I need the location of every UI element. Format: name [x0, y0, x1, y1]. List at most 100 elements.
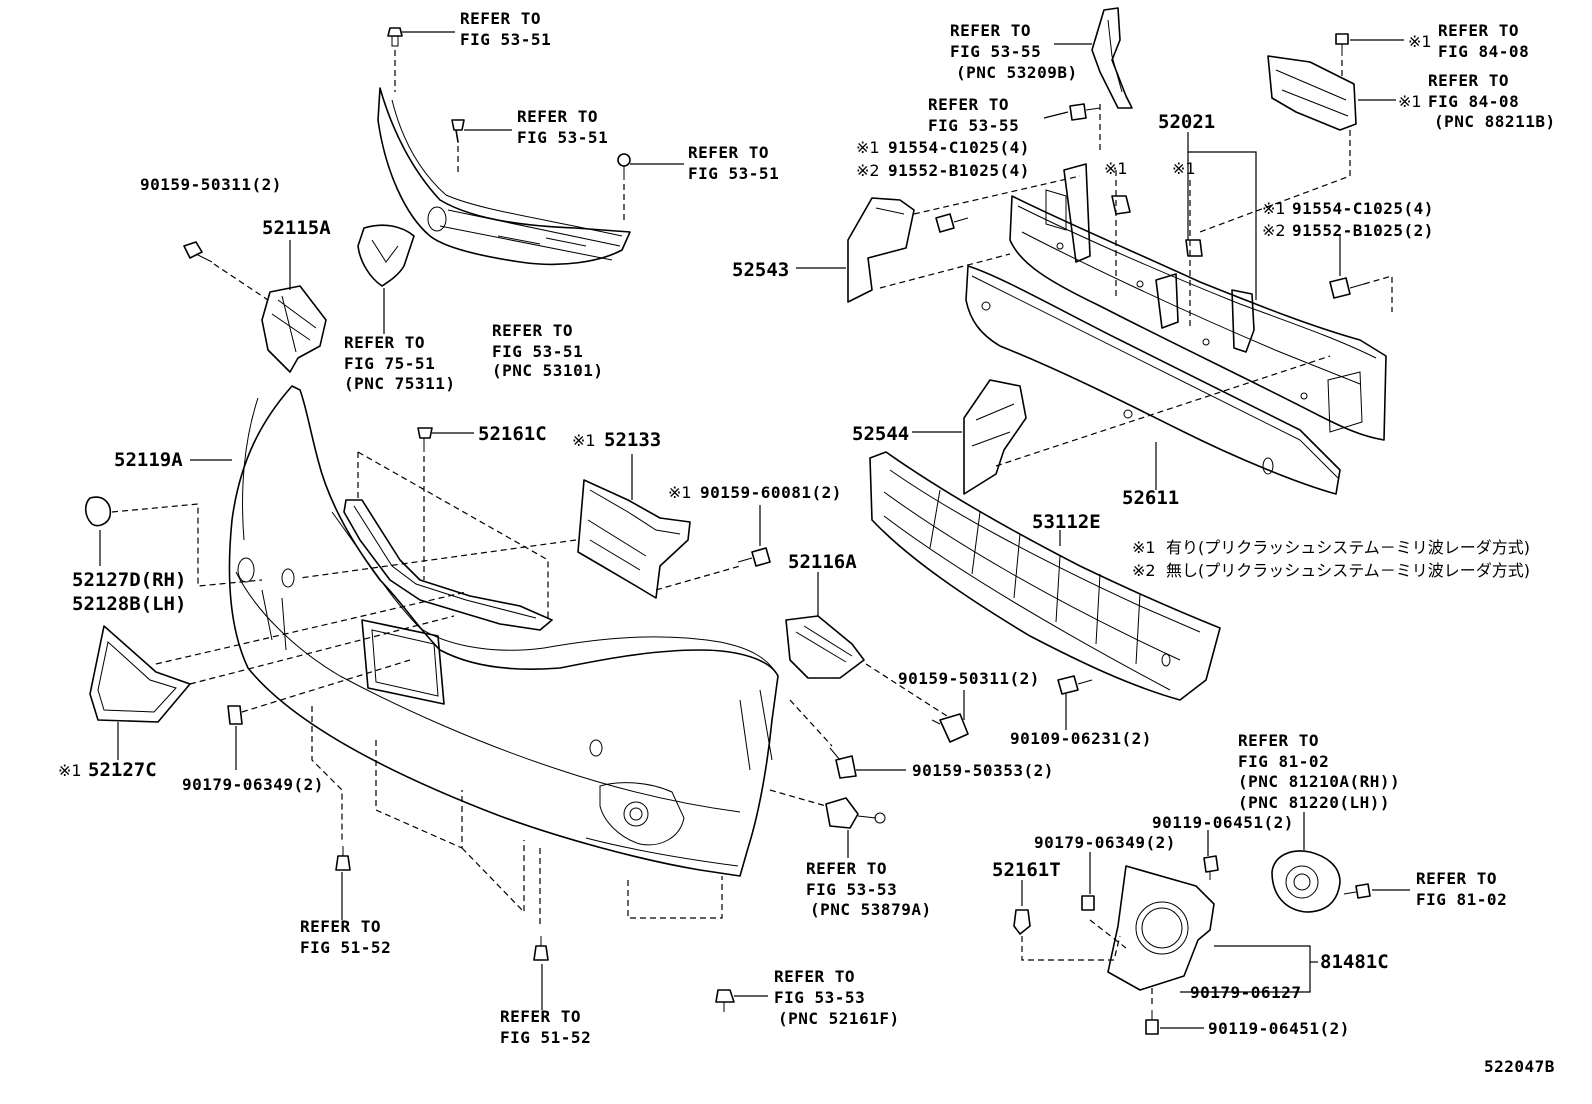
label-52544: 52544 — [852, 423, 909, 445]
label-ref-lower-r-1: REFER TO — [774, 967, 855, 986]
grille-screw-b — [617, 153, 631, 180]
label-ref-fog-screw-1: REFER TO — [1416, 869, 1497, 888]
grille-screw-top — [387, 27, 403, 47]
fog-lamp-screw — [1343, 883, 1371, 899]
label-mark1-52133: ※1 — [572, 431, 596, 450]
clip-52161C — [417, 427, 433, 452]
label-clip-90179-06127: 90179-06127 — [1190, 983, 1301, 1002]
label-ref-radar-1: REFER TO — [1438, 21, 1519, 40]
fog-bracket-bolt-top — [1203, 855, 1219, 880]
bumper-plate-53209B — [1091, 7, 1133, 109]
label-53112E: 53112E — [1032, 511, 1101, 533]
label-ref-foglamp-3: (PNC 81210A(RH)) — [1238, 772, 1400, 791]
bolt-lower-left — [335, 846, 351, 871]
label-ref-foglamp-2: FIG 81-02 — [1238, 752, 1329, 771]
label-mark2-screw: ※2 — [856, 161, 880, 180]
label-ref-lower-r-3: (PNC 52161F) — [778, 1009, 900, 1028]
label-ref-bolt-55-2: FIG 53-55 — [928, 116, 1019, 135]
note-2-text: 無し(プリクラッシュシステム－ミリ波レーダ方式) — [1166, 561, 1530, 580]
bumper-retainer-left — [261, 285, 327, 373]
label-mark2-screw-r: ※2 — [1262, 221, 1286, 240]
label-ref-grille-top-2: FIG 53-51 — [460, 30, 551, 49]
label-ref-emblem-1: REFER TO — [344, 333, 425, 352]
bumper-side-support-52543 — [847, 197, 915, 303]
label-ref-plate-3: (PNC 53209B) — [956, 63, 1078, 82]
note-1-mark: ※1 — [1132, 538, 1156, 557]
bolt-90119-06451-b — [1145, 1010, 1159, 1035]
label-ref-radar-b-1: REFER TO — [1428, 71, 1509, 90]
emblem — [357, 224, 415, 287]
label-ref-lower-l-1: REFER TO — [300, 917, 381, 936]
label-ref-radar-b-3: (PNC 88211B) — [1434, 112, 1556, 131]
label-screw-c1025-4: 91554-C1025(4) — [888, 138, 1030, 157]
label-bolt-90159-50353: 90159-50353(2) — [912, 761, 1054, 780]
fog-lamp-cover-left — [89, 625, 191, 723]
bolt-90109-06231 — [1057, 675, 1093, 695]
radiator-grille-upper — [377, 87, 631, 266]
label-ref-emblem-3: (PNC 75311) — [344, 374, 455, 393]
label-screw-c1025-4r: 91554-C1025(4) — [1292, 199, 1434, 218]
bolt-lower-mid — [533, 936, 549, 961]
bumper-upper-retainer — [343, 499, 553, 631]
label-ref-lower-l-2: FIG 51-52 — [300, 938, 391, 957]
label-mark1-screw-r: ※1 — [1262, 199, 1286, 218]
label-ref-clip-b-1: REFER TO — [688, 143, 769, 162]
note-1-text: 有り(プリクラッシュシステム－ミリ波レーダ方式) — [1166, 538, 1530, 557]
screw-right-91552 — [1329, 277, 1365, 299]
label-mark1-b: ※1 — [1172, 159, 1196, 178]
label-mark1-a: ※1 — [1104, 159, 1128, 178]
label-bolt-90159-50311-l: 90159-50311(2) — [140, 175, 282, 194]
bumper-inner-bracket-52133 — [577, 479, 691, 599]
bumper-side-support-52544 — [963, 379, 1027, 495]
label-ref-radar-b-2: FIG 84-08 — [1428, 92, 1519, 111]
label-mark1-radar-b: ※1 — [1398, 92, 1422, 111]
label-ref-lower-m-2: FIG 51-52 — [500, 1028, 591, 1047]
label-52161C: 52161C — [478, 423, 547, 445]
label-ref-plate-2: FIG 53-55 — [950, 42, 1041, 61]
label-ref-emblem-2: FIG 75-51 — [344, 354, 435, 373]
clip-52161T — [1013, 909, 1031, 935]
label-52133: 52133 — [604, 429, 661, 451]
label-ref-clip-b-2: FIG 53-51 — [688, 164, 779, 183]
license-plate-base — [361, 619, 445, 705]
label-ref-plate-1: REFER TO — [950, 21, 1031, 40]
bolt-90159-50311-right — [931, 713, 969, 743]
label-52115A: 52115A — [262, 217, 331, 239]
label-mark1-52127C: ※1 — [58, 761, 82, 780]
label-clip-90179-06349-b: 90179-06349(2) — [1034, 833, 1176, 852]
bolt-90159-60081 — [737, 547, 771, 567]
fog-bracket-clip — [1081, 895, 1095, 911]
label-52161T: 52161T — [992, 859, 1061, 881]
radar-bracket-mark-2 — [1185, 239, 1203, 257]
label-screw-b1025-4: 91552-B1025(4) — [888, 161, 1030, 180]
label-mark1-screw: ※1 — [856, 138, 880, 157]
bolt-retainer-left — [183, 241, 213, 263]
label-ref-fog-screw-2: FIG 81-02 — [1416, 890, 1507, 909]
fog-lamp-bracket-81481C — [1107, 865, 1215, 991]
label-ref-lower-m-1: REFER TO — [500, 1007, 581, 1026]
label-ref-clip-a-1: REFER TO — [517, 107, 598, 126]
fog-lamp-assembly — [1271, 850, 1341, 913]
clip-90179-06349 — [227, 705, 243, 725]
label-52611: 52611 — [1122, 487, 1179, 509]
label-ref-grille-3: (PNC 53101) — [492, 361, 603, 380]
label-bolt-90159-50311-r: 90159-50311(2) — [898, 669, 1040, 688]
front-bumper-cover — [228, 385, 779, 877]
radar-sensor — [1267, 55, 1357, 131]
label-bolt-90119-06451-a: 90119-06451(2) — [1152, 813, 1294, 832]
label-ref-bracket-1: REFER TO — [806, 859, 887, 878]
lower-grille-53112E — [869, 451, 1221, 701]
label-ref-grille-top-1: REFER TO — [460, 9, 541, 28]
label-52543: 52543 — [732, 259, 789, 281]
label-52128B: 52128B(LH) — [72, 593, 186, 615]
label-clip-90179-06349: 90179-06349(2) — [182, 775, 324, 794]
side-reflector-cap — [84, 496, 112, 527]
clip-lower-right — [715, 989, 735, 1012]
label-ref-bolt-55-1: REFER TO — [928, 95, 1009, 114]
bumper-energy-absorber-52611 — [965, 265, 1341, 495]
label-bolt-90159-60081: 90159-60081(2) — [700, 483, 842, 502]
radar-bolt — [1335, 33, 1349, 56]
label-52116A: 52116A — [788, 551, 857, 573]
screw-91554 — [935, 213, 969, 233]
